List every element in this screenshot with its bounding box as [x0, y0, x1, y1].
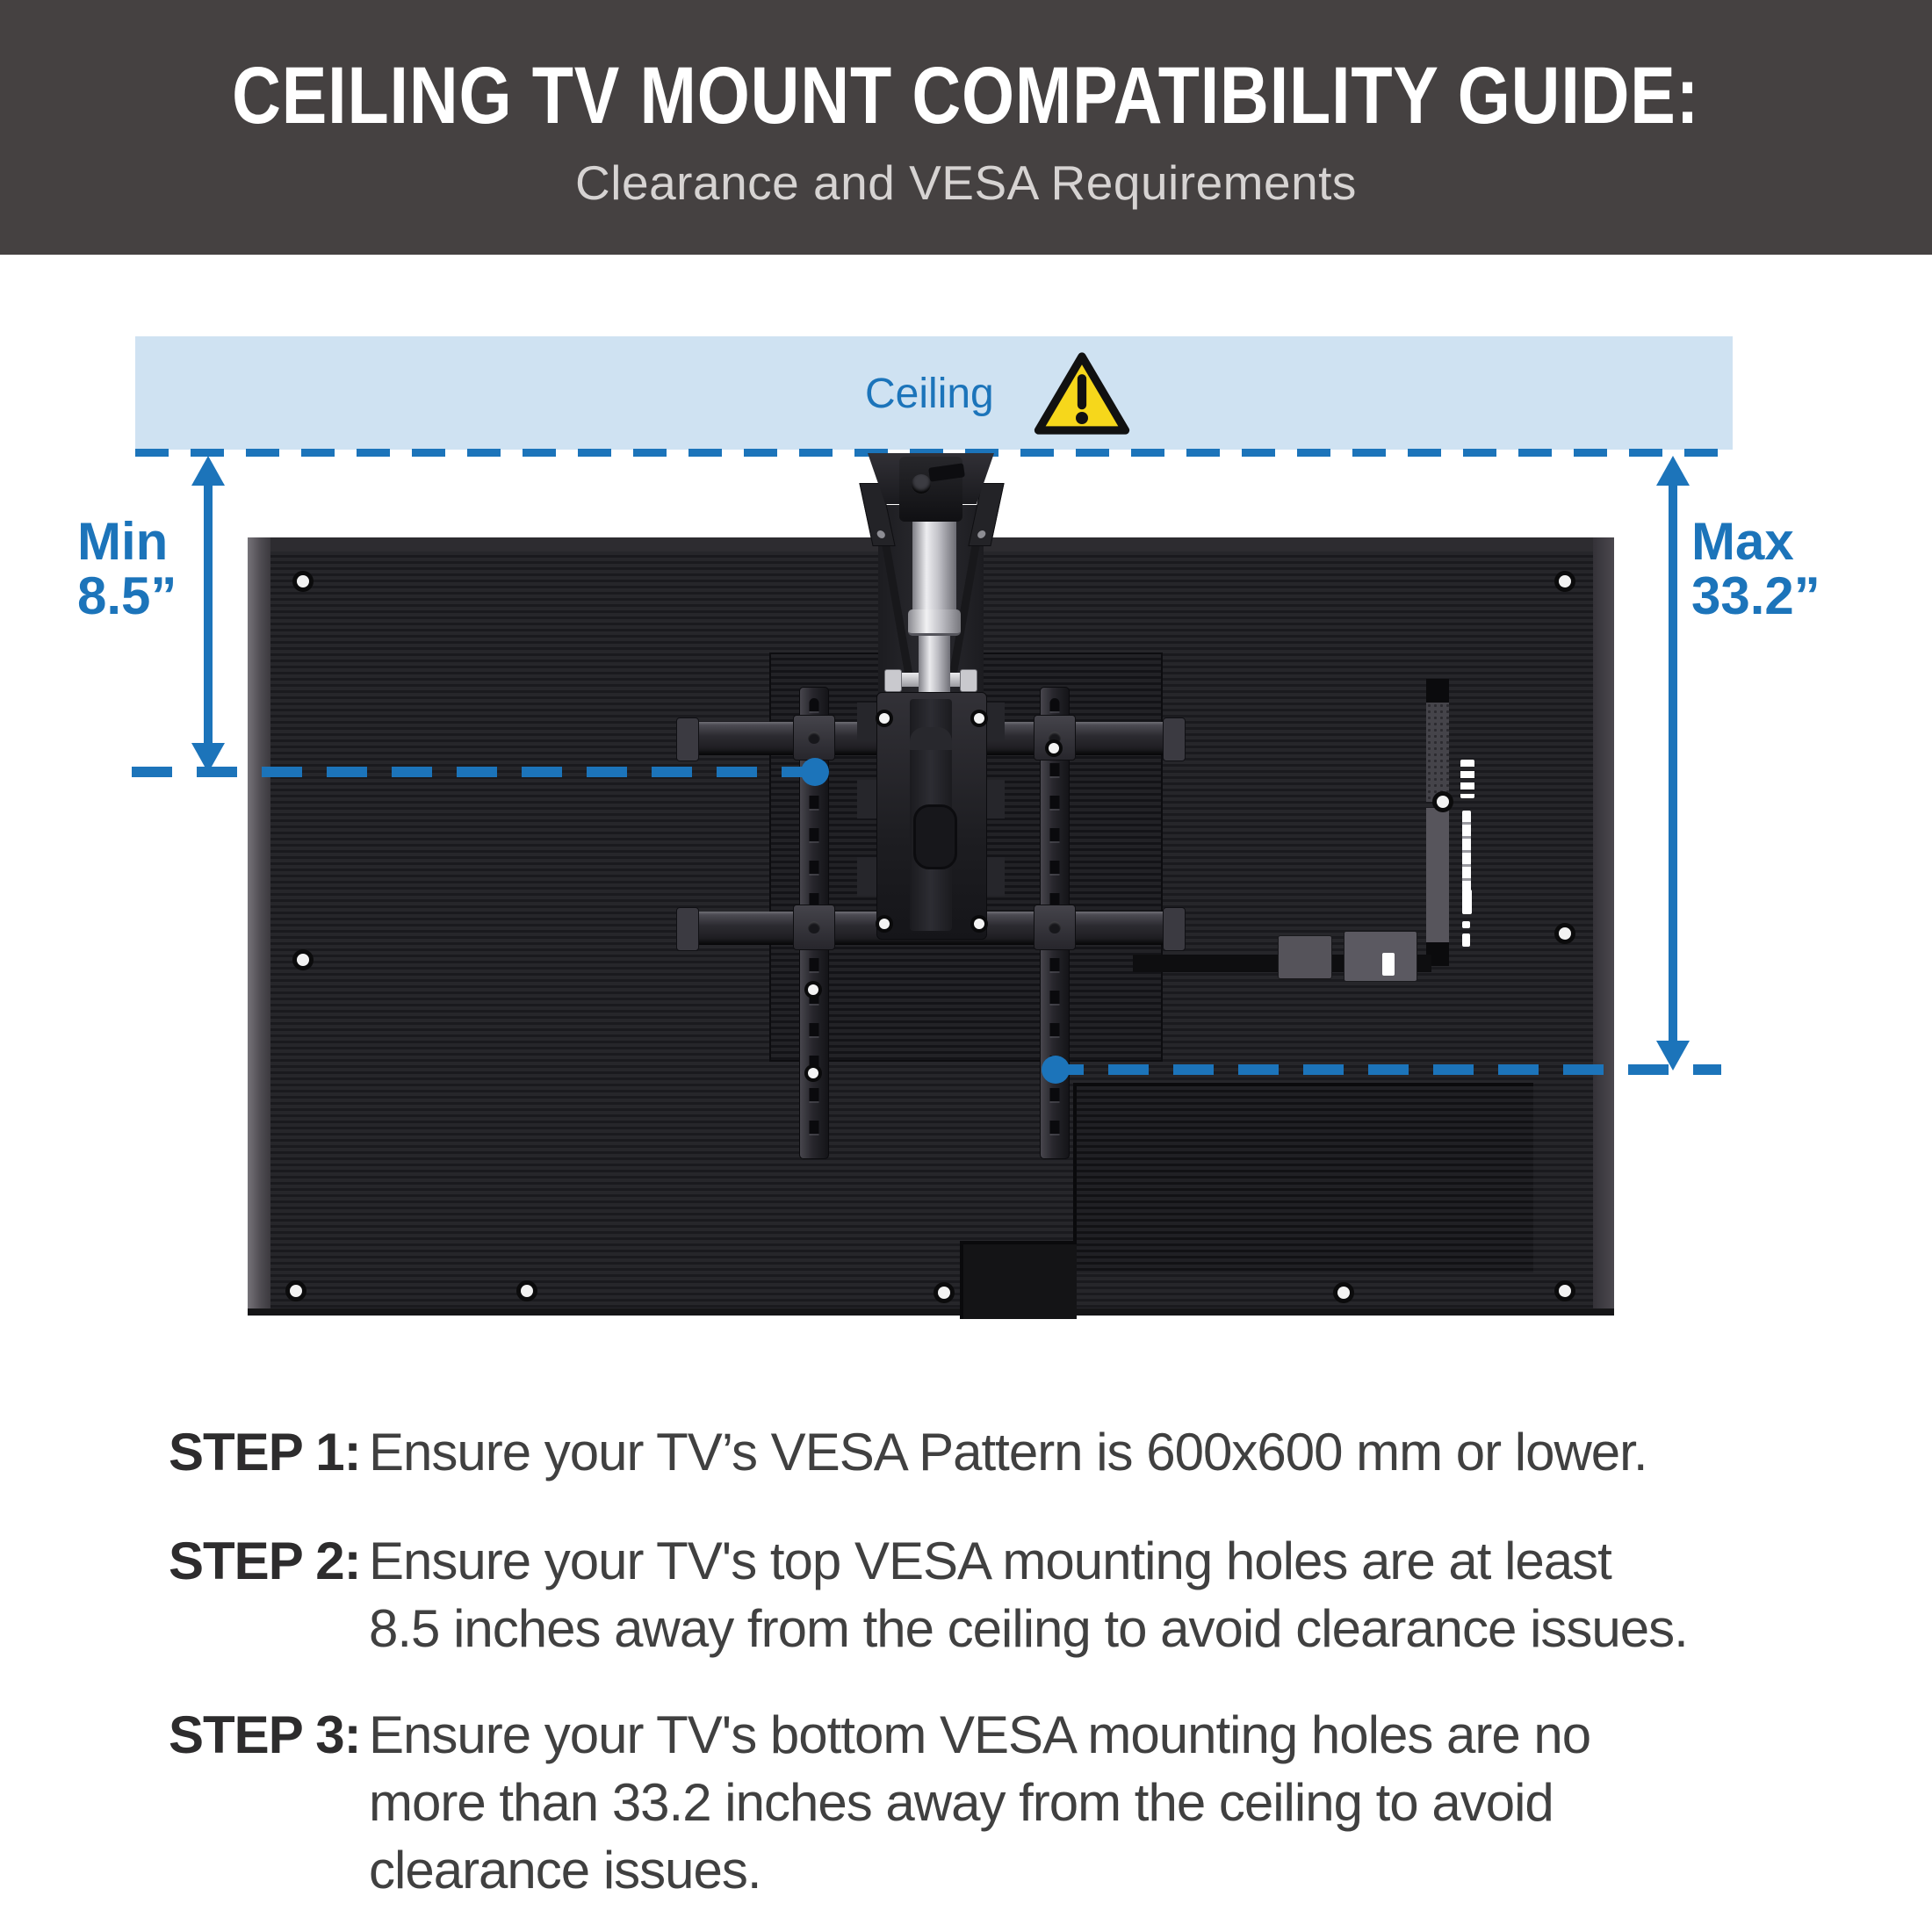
min-value: 8.5” [77, 566, 177, 625]
tv-bottom-bezel [248, 1308, 1614, 1316]
screw-dot [974, 713, 984, 724]
step-label: STEP 3: [169, 1705, 362, 1764]
tv-connector-module [1344, 931, 1417, 982]
screw-dot [297, 575, 309, 588]
screw-dot [808, 984, 818, 995]
screw-dot [879, 713, 890, 724]
step-item: STEP 3: Ensure your TV's bottom VESA mou… [169, 1701, 1591, 1904]
arrow-shaft [204, 479, 213, 750]
io-port-group-icon [1460, 760, 1474, 798]
screw-dot [1559, 927, 1571, 940]
page-title: CEILING TV MOUNT COMPATIBILITY GUIDE: [232, 50, 1700, 141]
screw-dot [521, 1285, 533, 1297]
tilt-bolt [884, 669, 977, 692]
header-banner: CEILING TV MOUNT COMPATIBILITY GUIDE: Cl… [0, 0, 1932, 255]
rail-clamp-block [793, 905, 835, 950]
io-port-markings [1460, 537, 1478, 1316]
ceiling-plate-hub [899, 457, 962, 522]
step-text: Ensure your TV's bottom VESA mounting ho… [369, 1705, 1591, 1900]
screw-dot [879, 919, 890, 929]
screw-dot [938, 1287, 950, 1299]
warning-triangle-icon [1033, 350, 1131, 436]
arrow-down-icon [191, 743, 225, 773]
max-label: Max [1691, 512, 1794, 571]
rail-clamp-block [1034, 905, 1076, 950]
page-subtitle: Clearance and VESA Requirements [575, 155, 1357, 210]
bracket-channel-top [910, 727, 952, 750]
screw-dot [297, 954, 309, 966]
min-label: Min [77, 512, 169, 571]
rail-clamp-block [1034, 715, 1076, 761]
tv-bottom-right-recessed-panel [1073, 1083, 1533, 1272]
io-port-group-icon [1462, 811, 1471, 891]
bracket-cutout [913, 804, 957, 869]
ceiling-label: Ceiling [865, 370, 994, 417]
max-line-endpoint-dot [1042, 1056, 1070, 1084]
tv-connector-module [1278, 935, 1332, 979]
tv-side-panel-strip [1426, 808, 1449, 942]
step-label: STEP 2: [169, 1532, 362, 1590]
ceiling-dashed-line [135, 449, 1733, 457]
io-port-group-icon [1462, 890, 1472, 914]
step-text: Ensure your TV's top VESA mounting holes… [369, 1532, 1689, 1658]
screw-dot [290, 1285, 302, 1297]
min-measure-arrow [191, 456, 225, 773]
screw-dot [1559, 575, 1571, 588]
tv-speaker-vent-strip [1426, 703, 1449, 802]
ceiling-label-row: Ceiling [865, 348, 1131, 439]
step-item: STEP 2: Ensure your TV's top VESA mounti… [169, 1527, 1689, 1662]
tv-vent-slot [1426, 679, 1449, 703]
arrow-shaft [1669, 479, 1677, 1048]
arrow-down-icon [1656, 1041, 1690, 1071]
min-line-endpoint-dot [801, 758, 829, 786]
screw-dot [1337, 1287, 1350, 1299]
screw-dot [974, 919, 984, 929]
tv-cable-step-notch [960, 1241, 1077, 1319]
max-clearance-dashed-line [1043, 1064, 1721, 1075]
screw-dot [1437, 796, 1449, 808]
screw-dot [808, 1068, 818, 1078]
step-item: STEP 1: Ensure your TV’s VESA Pattern is… [169, 1418, 1647, 1486]
mount-pole-collar [908, 609, 961, 636]
max-measure-arrow [1656, 456, 1690, 1071]
bracket-side-tabs [984, 703, 1005, 927]
io-port-group-icon [1462, 934, 1470, 947]
bracket-side-tabs [857, 703, 878, 927]
tv-right-bezel [1593, 537, 1614, 1316]
ceiling-band [135, 336, 1733, 450]
rail-clamp-block [793, 715, 835, 761]
tv-left-bezel [248, 537, 270, 1316]
max-value: 33.2” [1691, 566, 1820, 625]
step-label: STEP 1: [169, 1423, 362, 1481]
screw-dot [1049, 743, 1059, 753]
io-port-group-icon [1462, 921, 1470, 928]
screw-dot [1559, 1285, 1571, 1297]
min-clearance-dashed-line [132, 767, 817, 777]
step-text: Ensure your TV’s VESA Pattern is 600x600… [369, 1423, 1647, 1481]
module-port-slot [1382, 953, 1395, 976]
